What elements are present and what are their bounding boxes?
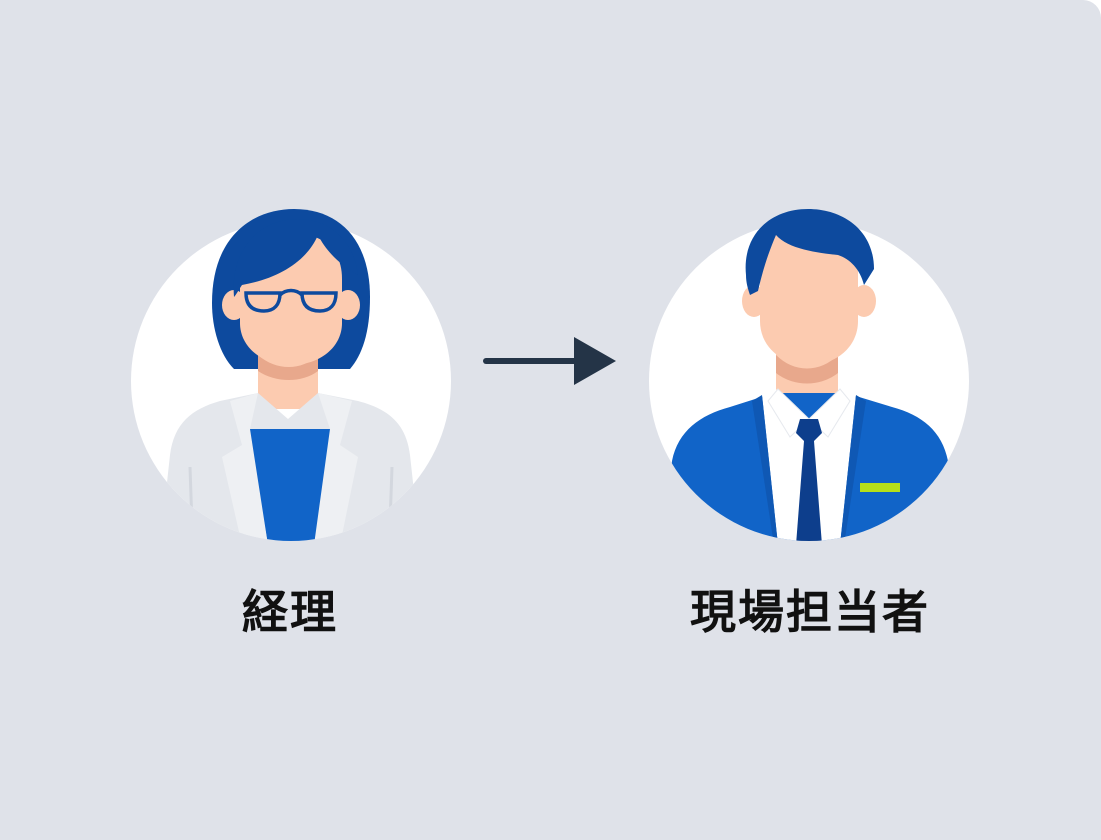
name-badge xyxy=(860,483,900,492)
female-accountant-avatar-icon xyxy=(131,209,451,541)
role-label-accounting: 経理 xyxy=(242,585,338,639)
role-label-field-staff: 現場担当者 xyxy=(690,585,930,639)
male-field-staff-avatar-icon xyxy=(649,209,969,541)
right-arrow-icon xyxy=(483,337,616,385)
glasses-icon xyxy=(244,288,338,313)
